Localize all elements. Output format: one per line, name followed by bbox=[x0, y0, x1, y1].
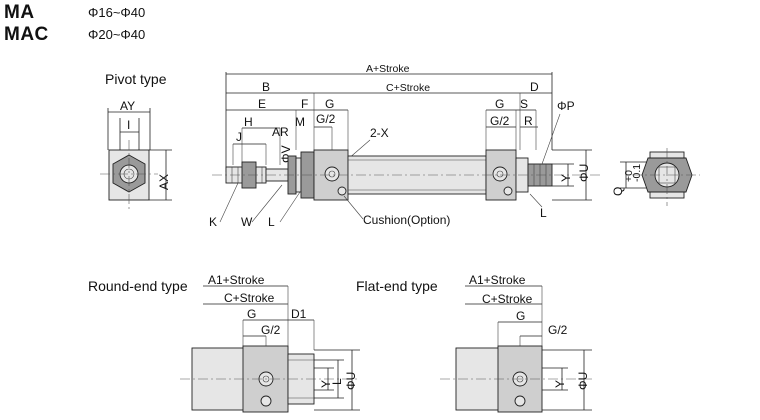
dim-l-round: L bbox=[330, 378, 344, 385]
dim-d: D bbox=[530, 80, 539, 94]
pivot-end-view: AY I AX bbox=[100, 99, 172, 210]
dim-h: H bbox=[244, 115, 253, 129]
dim-r: R bbox=[524, 114, 533, 128]
dim-c-stroke-flat: C+Stroke bbox=[482, 292, 533, 306]
dim-d1: D1 bbox=[291, 307, 307, 321]
pivot-right-end-view: Q +0 -0.1 bbox=[611, 148, 700, 206]
dim-g-round: G bbox=[247, 307, 256, 321]
dim-l-right: L bbox=[540, 206, 547, 220]
dim-b: B bbox=[262, 80, 270, 94]
range-mac: Φ20~Φ40 bbox=[88, 27, 146, 42]
dim-u-round: ΦU bbox=[344, 372, 358, 390]
dim-y-flat: Y bbox=[553, 380, 567, 388]
dim-g2-right: G/2 bbox=[490, 114, 510, 128]
dim-g2-round: G/2 bbox=[261, 323, 281, 337]
dim-ar: AR bbox=[272, 125, 289, 139]
dim-a1-stroke-round: A1+Stroke bbox=[208, 273, 265, 287]
dim-c-stroke-round: C+Stroke bbox=[224, 291, 275, 305]
pivot-type-label: Pivot type bbox=[105, 71, 167, 87]
dim-a1-stroke-flat: A1+Stroke bbox=[469, 273, 526, 287]
dim-g-right: G bbox=[495, 97, 504, 111]
dim-l-left: L bbox=[268, 215, 275, 229]
flat-end-view: A1+Stroke C+Stroke G G/2 Y ΦU bbox=[440, 273, 592, 413]
dim-q-tol-lower: -0.1 bbox=[631, 164, 643, 182]
dim-u-flat: ΦU bbox=[576, 372, 590, 390]
dim-s: S bbox=[520, 97, 528, 111]
model-mac: MAC bbox=[4, 24, 49, 45]
dim-g2-flat: G/2 bbox=[548, 323, 568, 337]
dim-p: ΦP bbox=[557, 99, 575, 113]
dim-cushion: Cushion(Option) bbox=[363, 213, 450, 227]
dim-a-stroke: A+Stroke bbox=[366, 63, 410, 75]
dim-q: Q bbox=[611, 187, 625, 196]
dim-e: E bbox=[258, 97, 266, 111]
dim-c-stroke: C+Stroke bbox=[386, 82, 430, 94]
dim-i: I bbox=[127, 118, 130, 132]
dim-g-flat: G bbox=[516, 309, 525, 323]
flat-end-type-label: Flat-end type bbox=[356, 278, 438, 294]
dim-w: W bbox=[241, 215, 253, 229]
pivot-side-view: A+Stroke B C+Stroke D E F G G/2 G S G/2 … bbox=[209, 63, 600, 229]
dim-y: Y bbox=[559, 174, 573, 182]
dim-j: J bbox=[236, 130, 242, 144]
round-end-view: A1+Stroke C+Stroke G D1 G/2 bbox=[180, 273, 360, 413]
dim-k: K bbox=[209, 215, 217, 229]
dim-g-left: G bbox=[325, 97, 334, 111]
dim-f: F bbox=[301, 97, 308, 111]
dim-g2-left: G/2 bbox=[316, 112, 336, 126]
round-end-type-label: Round-end type bbox=[88, 278, 188, 294]
dim-ay: AY bbox=[120, 99, 135, 113]
dim-2x: 2-X bbox=[370, 126, 389, 140]
dim-ax: AX bbox=[157, 174, 171, 190]
dim-m: M bbox=[295, 115, 305, 129]
model-ma: MA bbox=[4, 2, 35, 23]
dim-u: ΦU bbox=[577, 164, 591, 182]
dim-q-tol-upper: +0 bbox=[623, 170, 635, 182]
range-ma: Φ16~Φ40 bbox=[88, 5, 146, 20]
dim-y-round: Y bbox=[319, 380, 333, 388]
